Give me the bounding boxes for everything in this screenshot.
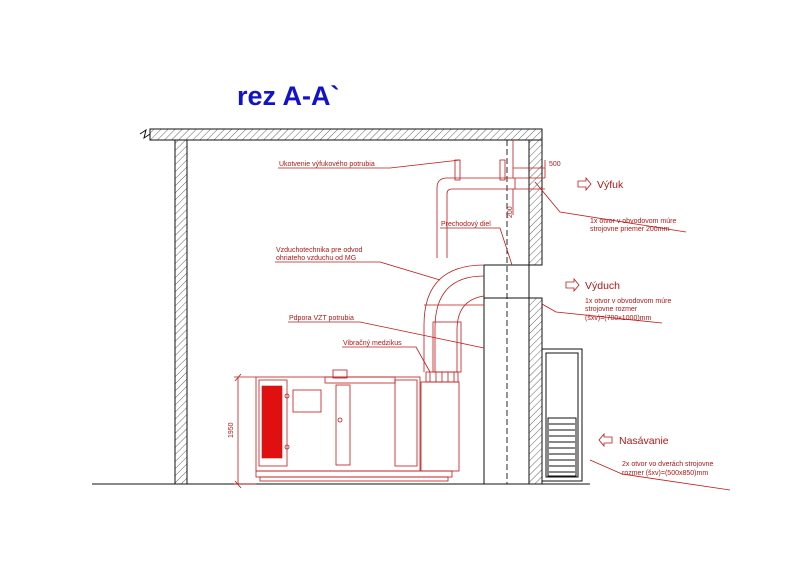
outlet-annotation: Výduch 1x otvor v obvodovom múre strojov… <box>565 277 671 322</box>
svg-text:500: 500 <box>549 161 561 168</box>
svg-text:rozmer (šxv)=(500x850)mm: rozmer (šxv)=(500x850)mm <box>622 470 708 477</box>
generator-set <box>255 369 453 482</box>
svg-text:2x otvor vo dverách strojovne: 2x otvor vo dverách strojovne <box>622 461 714 468</box>
exhaust-heading: Výfuk <box>597 179 624 191</box>
exhaust-pipe <box>436 140 545 258</box>
svg-text:strojovne rozmer: strojovne rozmer <box>585 306 638 313</box>
outlet-arrow-icon <box>565 277 580 293</box>
left-wall <box>174 139 188 485</box>
drawing-title: rez A-A` <box>237 81 340 111</box>
svg-text:(šxv)=(700x1000)mm: (šxv)=(700x1000)mm <box>585 315 651 322</box>
exhaust-annotation: Výfuk 1x otvor v obvodovom múre strojovn… <box>577 176 676 233</box>
svg-text:1x otvor v obvodovom múre: 1x otvor v obvodovom múre <box>585 298 671 305</box>
svg-text:1950: 1950 <box>228 422 235 438</box>
radiator-core <box>261 385 283 459</box>
vertical-duct <box>483 264 530 484</box>
label-transition-piece: Prechodový diel <box>441 221 491 228</box>
intake-annotation: Nasávanie 2x otvor vo dverách strojovne … <box>598 432 714 477</box>
label-hvac-line2: ohriateho vzduchu od MG <box>276 255 356 262</box>
dimension-1950: 1950 <box>228 373 256 489</box>
label-anchoring: Ukotvenie výfukového potrubia <box>279 161 375 168</box>
exhaust-arrow-icon <box>577 176 592 192</box>
dimension-500: 500 <box>513 160 561 178</box>
intake-heading: Nasávanie <box>619 435 669 447</box>
ceiling-slab <box>139 128 543 141</box>
intake-arrow-icon <box>598 432 613 448</box>
intake-door <box>541 348 583 482</box>
radiator-plenum <box>420 381 460 472</box>
right-wall <box>528 139 543 485</box>
label-vibration: Vibračný medzikus <box>343 340 402 347</box>
hvac-duct <box>423 264 485 373</box>
outlet-heading: Výduch <box>585 280 620 292</box>
svg-text:1x otvor v obvodovom múre: 1x otvor v obvodovom múre <box>590 218 676 225</box>
dimension-200: 200 <box>507 178 516 218</box>
vibration-piece <box>425 371 459 383</box>
svg-text:strojovne priemer 200mm: strojovne priemer 200mm <box>590 226 670 233</box>
leader-lines <box>275 159 731 491</box>
label-hvac-line1: Vzduchotechnika pre odvod <box>276 247 362 254</box>
label-support: Pdpora VZT potrubia <box>289 315 354 322</box>
intake-louver-icon <box>549 423 575 473</box>
svg-text:200: 200 <box>507 206 514 218</box>
